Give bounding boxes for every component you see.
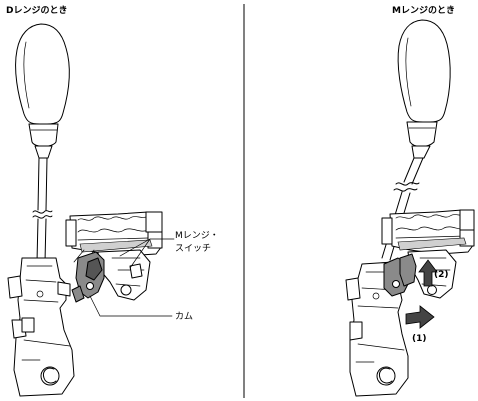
m-range-switch-label-line2: スイッチ	[175, 243, 211, 254]
cam-lobe	[85, 257, 103, 281]
right-panel: Mレンジのとき	[345, 5, 475, 397]
left-panel-title: Dレンジのとき	[6, 5, 67, 16]
shift-gate-housing-right	[381, 209, 475, 255]
switch-part-right	[399, 253, 417, 287]
arrow-1-right	[405, 305, 435, 329]
arrow-1-label: (1)	[412, 334, 427, 344]
left-panel: Dレンジのとき	[6, 5, 219, 397]
lever-base-assembly	[7, 257, 75, 397]
knob-collar-right	[406, 121, 438, 147]
lever-shaft	[32, 157, 53, 263]
right-panel-title: Mレンジのとき	[392, 5, 455, 16]
cam-label: カム	[175, 311, 193, 322]
knob-collar	[28, 123, 59, 147]
shift-knob	[15, 23, 70, 125]
m-range-switch-mechanism	[97, 249, 151, 301]
m-range-switch-label: Mレンジ・	[175, 231, 219, 241]
arrow-2-up	[418, 259, 438, 287]
arrow-2-label: (2)	[434, 270, 449, 280]
cam-leader	[89, 295, 173, 317]
